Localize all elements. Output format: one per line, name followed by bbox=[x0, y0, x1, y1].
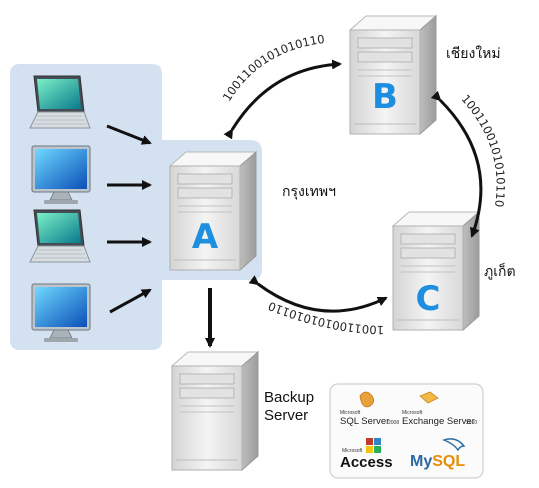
backup-server bbox=[171, 351, 259, 471]
laptop-icon bbox=[29, 209, 91, 263]
software-logos-panel bbox=[329, 383, 484, 479]
server-a: A bbox=[169, 151, 257, 271]
server-c-letter: C bbox=[416, 279, 441, 319]
sql-brand: Microsoft bbox=[340, 410, 361, 416]
server-c: C bbox=[392, 211, 480, 331]
mysql-name: MySQL bbox=[410, 453, 465, 470]
binary-b-c: 1001100101010110 bbox=[459, 92, 508, 208]
mysql-logo: MySQL bbox=[410, 438, 466, 470]
exchange-brand: Microsoft bbox=[402, 410, 423, 416]
sql-server-icon bbox=[359, 391, 374, 408]
access-name: Access bbox=[340, 454, 393, 471]
access-brand: Microsoft bbox=[342, 448, 363, 454]
server-b-label: เชียงใหม่ bbox=[446, 45, 501, 62]
laptop-icon bbox=[29, 75, 91, 129]
exchange-icon bbox=[419, 391, 439, 404]
access-icon bbox=[366, 438, 381, 453]
server-a-letter: A bbox=[192, 217, 219, 257]
access-logo: Microsoft Access bbox=[340, 438, 393, 471]
server-c-label: ภูเก็ต bbox=[484, 262, 516, 280]
client-panel bbox=[10, 64, 262, 350]
server-b-letter: B bbox=[372, 77, 398, 117]
server-b: B bbox=[349, 15, 437, 135]
replication-arrow-b-c bbox=[430, 90, 483, 238]
server-a-label: กรุงเทพฯ bbox=[282, 184, 336, 200]
client-arrow bbox=[106, 124, 152, 145]
replication-arrow-c-a bbox=[248, 275, 388, 313]
sql-server-logo: Microsoft SQL Server 2008 bbox=[340, 391, 399, 427]
exchange-name: Exchange Server bbox=[402, 416, 475, 427]
exchange-logo: Microsoft Exchange Server 2010 bbox=[402, 391, 477, 427]
sql-name: SQL Server bbox=[340, 416, 389, 427]
client-arrow bbox=[109, 288, 152, 314]
sql-version: 2008 bbox=[388, 420, 399, 426]
replication-arrow-a-b bbox=[223, 59, 342, 140]
backup-label-line2: Server bbox=[264, 407, 308, 424]
exchange-version: 2010 bbox=[466, 420, 477, 426]
backup-label-line1: Backup bbox=[264, 389, 314, 406]
mysql-dolphin-icon bbox=[441, 438, 466, 452]
